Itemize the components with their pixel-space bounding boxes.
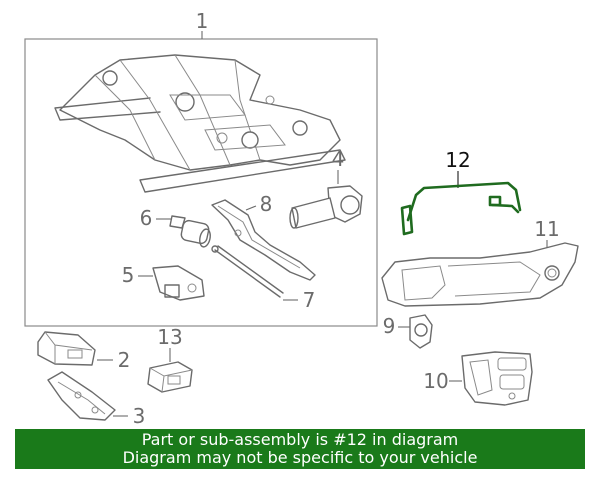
callout-11-number: 11 [534,217,559,241]
highlighted-harness-part-12 [400,181,522,236]
callout-6-number: 6 [140,206,153,230]
callout-7[interactable]: 7 [283,288,315,312]
bracket-part-8 [211,199,316,281]
cable-part-7 [211,245,284,298]
motor-part-6 [169,215,211,248]
knob-part-9 [409,314,433,349]
callout-8[interactable]: 8 [245,192,273,216]
trim-panel-part-11 [381,242,579,307]
motor-part-4 [289,185,363,229]
callout-11[interactable]: 11 [534,217,560,250]
assembly-frame [24,38,378,327]
box-part-13 [147,361,193,393]
switch-part-10 [461,351,533,406]
callout-10-number: 10 [423,369,448,393]
bracket-part-5 [152,265,205,301]
callout-4[interactable]: 4 [332,147,345,184]
callout-2[interactable]: 2 [97,348,130,372]
callout-13[interactable]: 13 [157,325,183,362]
callout-5-number: 5 [122,263,135,287]
callout-12-number: 12 [445,148,470,172]
callout-5[interactable]: 5 [122,263,153,287]
callout-1[interactable]: 1 [196,9,209,39]
module-part-2 [37,331,96,366]
callout-13-number: 13 [157,325,182,349]
callout-3[interactable]: 3 [113,404,145,428]
callout-4-number: 4 [332,147,345,171]
bracket-plate-part-3 [47,371,116,421]
callout-6[interactable]: 6 [140,206,172,230]
banner-line-1: Part or sub-assembly is #12 in diagram [141,430,459,449]
callout-3-number: 3 [133,404,146,428]
callout-10[interactable]: 10 [423,369,462,393]
seat-track-frame-part [54,54,346,193]
callout-12[interactable]: 12 [445,148,471,188]
callout-9[interactable]: 9 [383,314,410,338]
callout-7-number: 7 [303,288,316,312]
info-banner: Part or sub-assembly is #12 in diagram D… [15,429,585,469]
callout-9-number: 9 [383,314,396,338]
banner-line-2: Diagram may not be specific to your vehi… [122,448,478,467]
callout-8-number: 8 [260,192,273,216]
callout-1-number: 1 [196,9,209,33]
callout-2-number: 2 [118,348,131,372]
